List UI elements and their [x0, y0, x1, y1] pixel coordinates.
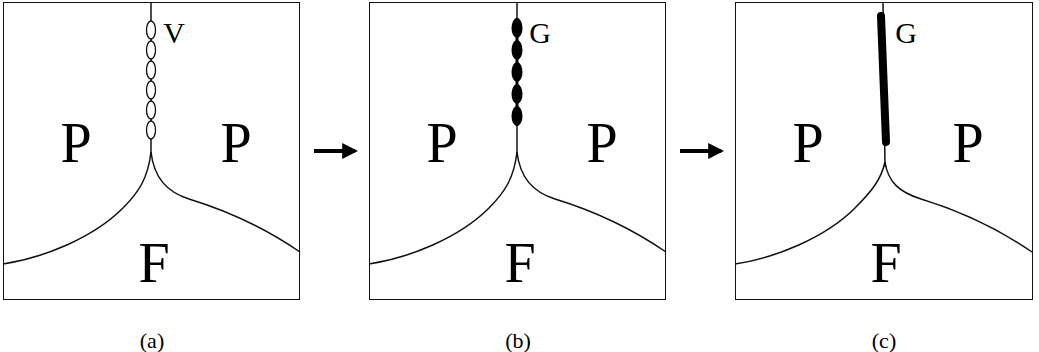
region-label: F — [138, 235, 169, 291]
flow-arrow — [680, 149, 721, 153]
panel-c-drawing — [735, 2, 1032, 264]
glass-link — [516, 18, 519, 126]
panel-a-drawing — [3, 2, 300, 264]
region-label: P — [952, 115, 983, 171]
panel-b-drawing — [369, 2, 666, 264]
grain-boundary — [516, 2, 518, 154]
glass-film — [881, 16, 886, 142]
panel-caption: (c) — [872, 330, 896, 352]
region-label: F — [870, 235, 901, 291]
region-label: P — [426, 115, 457, 171]
panel-box: PPFV(a) — [3, 2, 300, 300]
panel-box: PPFG(c) — [735, 2, 1033, 300]
panel-caption: (b) — [505, 330, 531, 352]
region-label: P — [220, 115, 251, 171]
region-label: P — [60, 115, 91, 171]
phase-label: V — [163, 18, 185, 48]
void-chain — [147, 21, 156, 139]
panel-caption: (a) — [140, 330, 164, 352]
region-label: P — [586, 115, 617, 171]
region-label: P — [792, 115, 823, 171]
phase-label: G — [895, 18, 917, 48]
panel-box: PPFG(b) — [369, 2, 666, 300]
phase-label: G — [529, 18, 551, 48]
flow-arrow — [314, 149, 355, 153]
region-label: F — [504, 235, 535, 291]
glass-pockets — [512, 18, 523, 126]
